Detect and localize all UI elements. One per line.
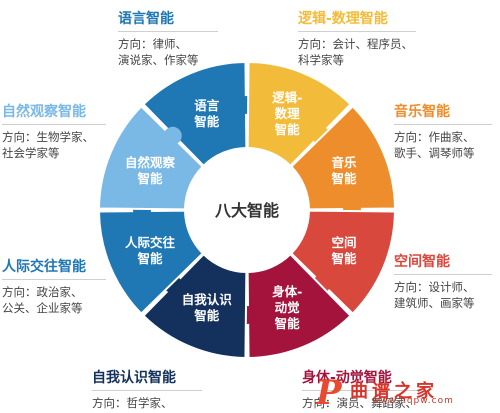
segment-label-naturalist: 自然观察智能 xyxy=(125,155,176,186)
label-title: 逻辑-数理智能 xyxy=(298,11,388,27)
segment-label-line: 智能 xyxy=(193,114,220,129)
segment-label-language: 语言智能 xyxy=(193,98,220,129)
label-desc-line: 方向：律师、 xyxy=(118,37,187,51)
label-desc-line: 方向：作曲家、 xyxy=(394,130,475,144)
segment-label-line: 逻辑- xyxy=(272,90,302,105)
label-desc-line: 方向：政治家、 xyxy=(2,285,83,299)
watermark-logo-icon: P xyxy=(316,373,342,413)
label-naturalist: 自然观察智能 方向：生物学家、 社会学家等 xyxy=(2,103,106,161)
label-desc-line: 科学家等 xyxy=(298,53,344,67)
segment-label-logic: 逻辑-数理智能 xyxy=(272,90,302,137)
label-desc-line: 方向：生物学家、 xyxy=(2,130,94,144)
segment-label-intrapersonal: 自我认识智能 xyxy=(182,292,233,323)
segment-label-line: 智能 xyxy=(274,122,301,137)
label-title: 自我认识智能 xyxy=(92,370,176,386)
label-underline xyxy=(2,279,106,280)
segment-label-music: 音乐智能 xyxy=(330,155,357,186)
puzzle-knob-naturalist xyxy=(163,126,182,145)
label-underline xyxy=(302,390,420,391)
label-desc-line: 建筑师、画家等 xyxy=(394,296,475,310)
label-desc-line: 方向：会计、程序员、 xyxy=(298,37,413,51)
label-spatial: 空间智能 方向：设计师、 建筑师、画家等 xyxy=(394,253,492,311)
watermark-logo: P 曲谱之家 www.hqpw.com xyxy=(310,373,500,413)
label-underline xyxy=(298,31,416,32)
segment-label-interpersonal: 人际交往智能 xyxy=(125,235,176,266)
segment-label-line: 音乐 xyxy=(331,155,357,170)
segment-label-bodily: 身体-动觉智能 xyxy=(272,284,302,331)
label-underline xyxy=(118,31,218,32)
label-desc-line: 公关、企业家等 xyxy=(2,301,83,315)
segment-label-line: 数理 xyxy=(274,106,301,121)
label-logic: 逻辑-数理智能 方向：会计、程序员、 科学家等 xyxy=(298,10,416,68)
segment-label-line: 人际交往 xyxy=(125,235,176,250)
center-label: 八大智能 xyxy=(214,201,279,220)
segment-label-line: 动觉 xyxy=(275,300,301,315)
label-intrapersonal: 自我认识智能 方向：哲学家、 xyxy=(92,369,202,411)
segment-label-line: 智能 xyxy=(136,251,163,266)
segment-label-line: 智能 xyxy=(274,316,301,331)
label-desc-line: 演说家、作家等 xyxy=(118,53,199,67)
label-underline xyxy=(394,124,492,125)
label-underline xyxy=(2,124,106,125)
label-desc-line: 社会学家等 xyxy=(2,146,60,160)
label-title: 语言智能 xyxy=(118,11,174,27)
label-title: 自然观察智能 xyxy=(2,104,86,120)
label-music: 音乐智能 方向：作曲家、 歌手、调琴师等 xyxy=(394,103,492,161)
segment-label-line: 智能 xyxy=(330,171,357,186)
segment-label-line: 智能 xyxy=(330,251,357,266)
segment-label-spatial: 空间智能 xyxy=(330,235,357,266)
watermark-url: www.hqpw.com xyxy=(372,396,454,406)
label-language: 语言智能 方向：律师、 演说家、作家等 xyxy=(118,10,218,68)
label-desc-line: 歌手、调琴师等 xyxy=(394,146,475,160)
label-title: 音乐智能 xyxy=(394,104,450,120)
watermark-name: 曲谱之家 xyxy=(350,381,438,402)
segment-label-line: 智能 xyxy=(193,308,220,323)
label-desc-line: 方向：演员、舞蹈家、 xyxy=(302,396,417,410)
segment-label-line: 智能 xyxy=(136,171,163,186)
label-desc-line: 方向：设计师、 xyxy=(394,280,475,294)
label-interpersonal: 人际交往智能 方向：政治家、 公关、企业家等 xyxy=(2,258,106,316)
label-title: 身体-动觉智能 xyxy=(302,370,392,386)
label-bodily: 身体-动觉智能 方向：演员、舞蹈家、 xyxy=(302,369,420,411)
label-title: 空间智能 xyxy=(394,254,450,270)
segment-label-line: 自然观察 xyxy=(125,155,176,170)
label-underline xyxy=(394,274,492,275)
segment-label-line: 身体- xyxy=(272,284,302,299)
label-title: 人际交往智能 xyxy=(2,259,86,275)
segment-label-line: 空间 xyxy=(331,235,356,250)
segment-label-line: 语言 xyxy=(194,98,220,113)
segment-label-line: 自我认识 xyxy=(182,292,233,307)
label-desc-line: 方向：哲学家、 xyxy=(92,396,173,410)
label-underline xyxy=(92,390,202,391)
wheel-center xyxy=(185,148,309,272)
